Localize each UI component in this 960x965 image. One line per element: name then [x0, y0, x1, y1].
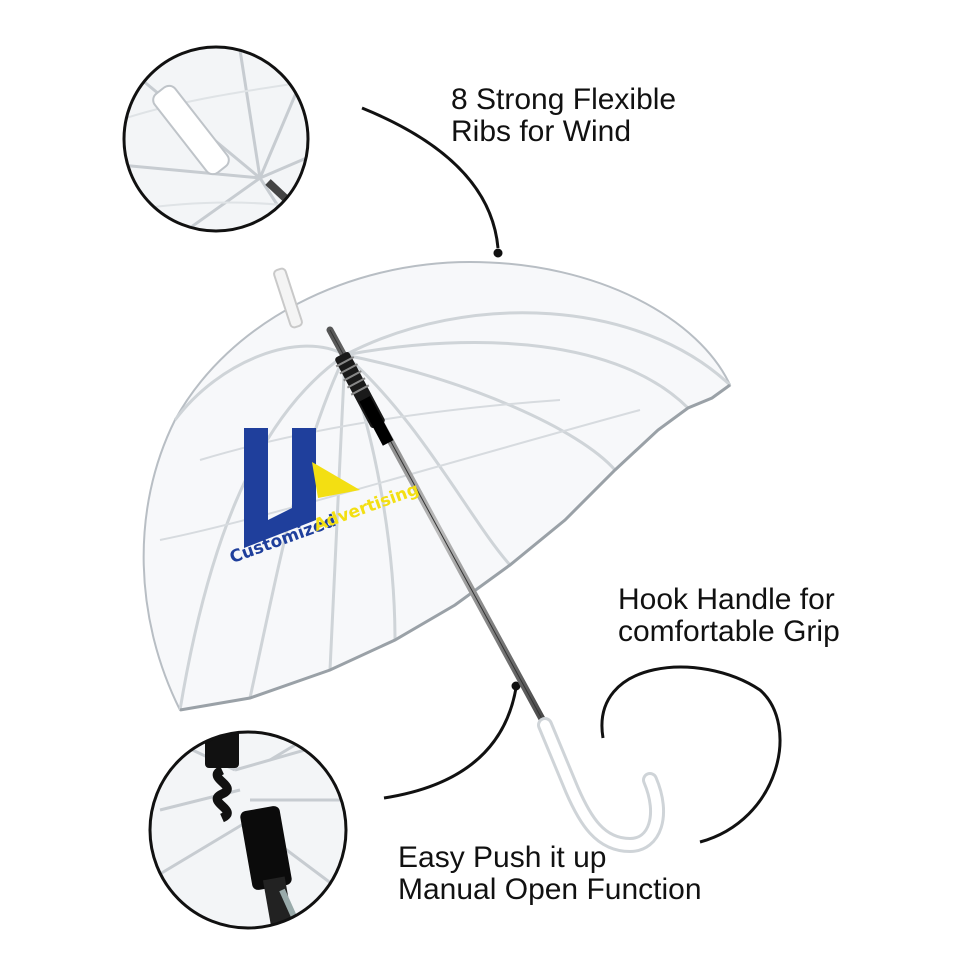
umbrella-canopy — [142, 260, 732, 712]
umbrella-tip — [273, 267, 303, 329]
callout-connectors — [361, 106, 782, 844]
callout-hook-line1: Hook Handle for — [618, 583, 835, 616]
callout-hook-line2: comfortable Grip — [618, 615, 840, 648]
callout-push: Easy Push it up Manual Open Function — [398, 842, 702, 906]
callout-push-line1: Easy Push it up — [398, 841, 607, 874]
brand-logo — [244, 428, 360, 548]
callout-ribs: 8 Strong Flexible Ribs for Wind — [451, 84, 676, 148]
callout-push-line2: Manual Open Function — [398, 873, 702, 906]
hook-handle — [537, 717, 666, 854]
callout-hook: Hook Handle for comfortable Grip — [618, 584, 840, 648]
callout-ribs-line2: Ribs for Wind — [451, 115, 632, 148]
umbrella-shaft — [326, 326, 552, 734]
callout-ribs-line1: 8 Strong Flexible — [451, 83, 677, 116]
